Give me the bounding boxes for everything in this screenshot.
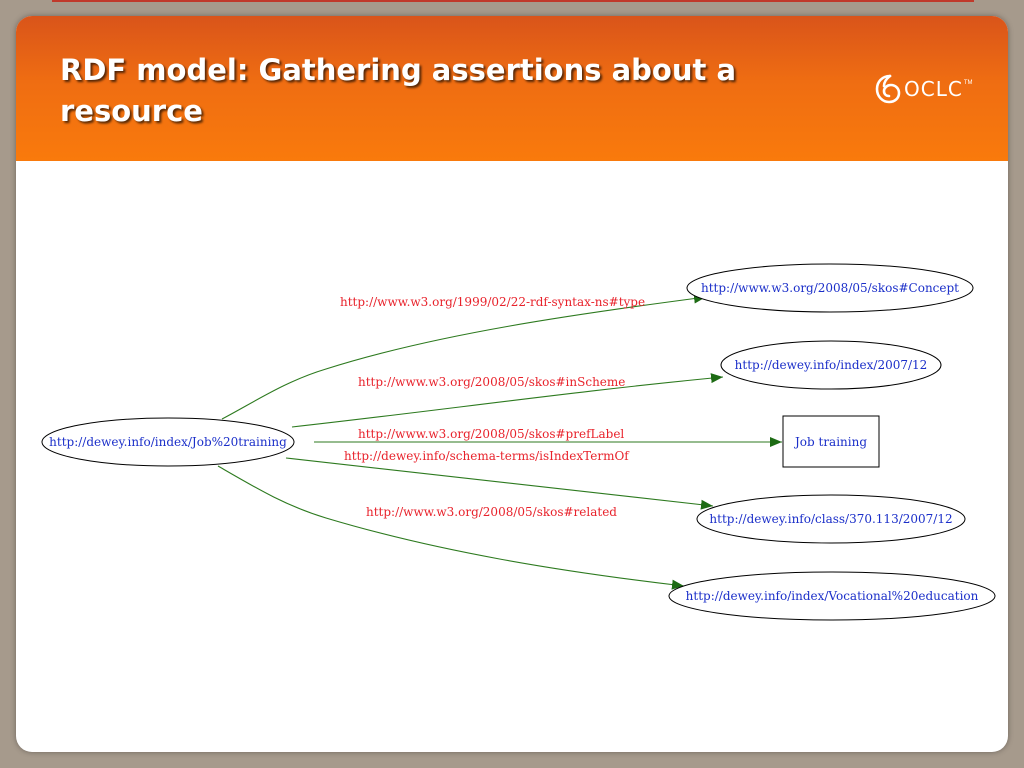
oclc-swirl-icon	[875, 74, 901, 104]
subject-node-label: http://dewey.info/index/Job%20training	[49, 435, 287, 449]
rdf-graph: http://www.w3.org/1999/02/22-rdf-syntax-…	[41, 263, 996, 621]
object-node-class	[696, 494, 966, 544]
slide-header: RDF model: Gathering assertions about a …	[16, 16, 1008, 161]
object-node-literal	[782, 415, 880, 468]
edge-label-related: http://www.w3.org/2008/05/skos#related	[366, 505, 617, 519]
edge-type	[221, 293, 707, 420]
logo-trademark: TM	[963, 80, 973, 86]
top-accent-line	[52, 0, 974, 2]
object-node-vocational	[668, 571, 996, 621]
slide: RDF model: Gathering assertions about a …	[16, 16, 1008, 752]
object-node-scheme-label: http://dewey.info/index/2007/12	[735, 358, 928, 372]
object-node-scheme	[720, 340, 942, 390]
slide-title: RDF model: Gathering assertions about a …	[60, 53, 737, 128]
edge-isindextermof	[285, 457, 714, 510]
edge-related	[217, 465, 685, 590]
oclc-logo: OCLC TM	[872, 72, 973, 106]
object-node-class-label: http://dewey.info/class/370.113/2007/12	[709, 512, 952, 526]
edge-label-isindextermof: http://dewey.info/schema-terms/isIndexTe…	[344, 449, 630, 463]
edge-label-type: http://www.w3.org/1999/02/22-rdf-syntax-…	[340, 295, 645, 309]
edge-inscheme	[291, 373, 724, 428]
object-node-literal-label: Job training	[793, 435, 867, 449]
object-node-concept	[686, 263, 974, 313]
subject-node	[41, 417, 295, 467]
logo-text: OCLC	[904, 77, 963, 101]
edge-label-inscheme: http://www.w3.org/2008/05/skos#inScheme	[358, 375, 625, 389]
object-node-concept-label: http://www.w3.org/2008/05/skos#Concept	[701, 281, 959, 295]
edge-label-preflabel: http://www.w3.org/2008/05/skos#prefLabel	[358, 427, 624, 441]
object-node-vocational-label: http://dewey.info/index/Vocational%20edu…	[686, 589, 979, 603]
